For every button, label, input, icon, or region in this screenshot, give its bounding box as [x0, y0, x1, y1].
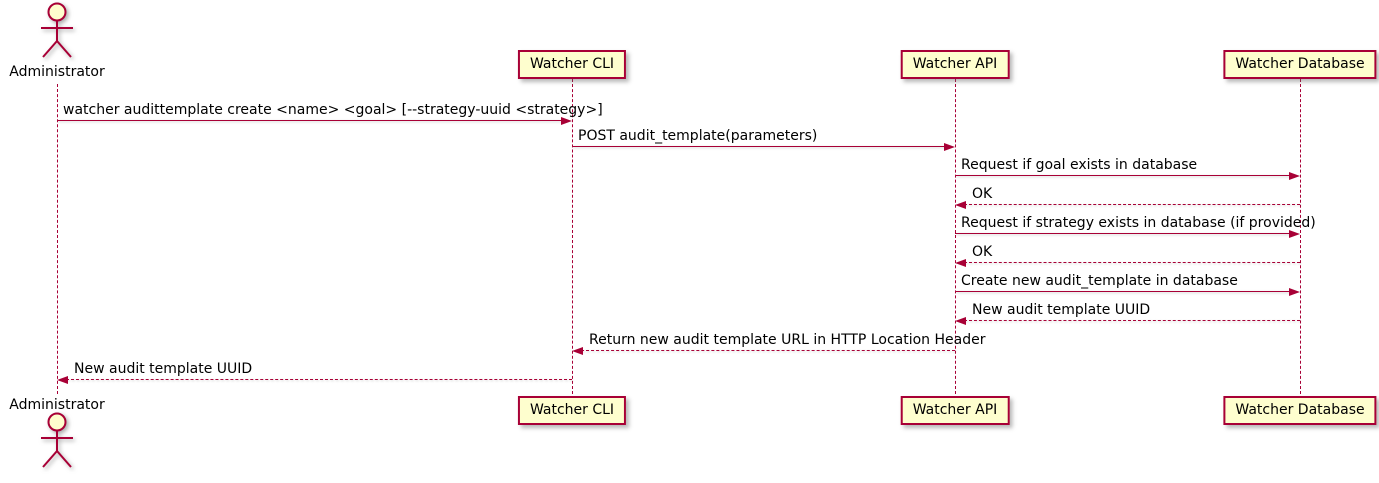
message-10-line: [66, 379, 572, 380]
message-4-line: [964, 204, 1300, 205]
administrator-actor-icon: [41, 2, 73, 58]
message-5-line: [955, 233, 1291, 234]
participant-watcher-api-bottom: Watcher API: [900, 396, 1010, 425]
lifeline-watcher-cli: [572, 79, 573, 394]
message-8-arrowhead-icon: [955, 316, 966, 325]
message-1-arrowhead-icon: [561, 116, 572, 125]
participant-watcher-database-bottom: Watcher Database: [1223, 396, 1377, 425]
message-10-arrowhead-icon: [57, 375, 68, 384]
message-1-line: [57, 120, 563, 121]
message-7-arrowhead-icon: [1289, 287, 1300, 296]
message-7-label: Create new audit_template in database: [961, 273, 1238, 289]
participant-watcher-cli-bottom: Watcher CLI: [517, 396, 627, 425]
message-1-label: watcher audittemplate create <name> <goa…: [63, 102, 603, 118]
message-8-label: New audit template UUID: [972, 302, 1151, 318]
message-3-arrowhead-icon: [1289, 171, 1300, 180]
message-4-label: OK: [972, 186, 993, 202]
message-2-label: POST audit_template(parameters): [578, 128, 818, 144]
message-2-arrowhead-icon: [944, 142, 955, 151]
message-5-label: Request if strategy exists in database (…: [961, 215, 1316, 231]
message-3-line: [955, 175, 1291, 176]
message-8-line: [964, 320, 1300, 321]
administrator-label-bottom: Administrator: [9, 397, 105, 413]
lifeline-watcher-api: [955, 79, 956, 394]
message-2-line: [572, 146, 946, 147]
message-6-arrowhead-icon: [955, 258, 966, 267]
message-5-arrowhead-icon: [1289, 229, 1300, 238]
lifeline-administrator: [57, 84, 58, 394]
message-10-label: New audit template UUID: [74, 361, 253, 377]
participant-watcher-api-top: Watcher API: [900, 50, 1010, 79]
lifeline-watcher-database: [1300, 79, 1301, 394]
participant-watcher-cli-top: Watcher CLI: [517, 50, 627, 79]
message-3-label: Request if goal exists in database: [961, 157, 1198, 173]
message-4-arrowhead-icon: [955, 200, 966, 209]
message-9-arrowhead-icon: [572, 346, 583, 355]
administrator-actor-icon: [41, 412, 73, 468]
message-6-label: OK: [972, 244, 993, 260]
message-9-line: [581, 350, 955, 351]
message-7-line: [955, 291, 1291, 292]
participant-watcher-database-top: Watcher Database: [1223, 50, 1377, 79]
message-9-label: Return new audit template URL in HTTP Lo…: [589, 332, 986, 348]
administrator-label-top: Administrator: [9, 64, 105, 80]
message-6-line: [964, 262, 1300, 263]
